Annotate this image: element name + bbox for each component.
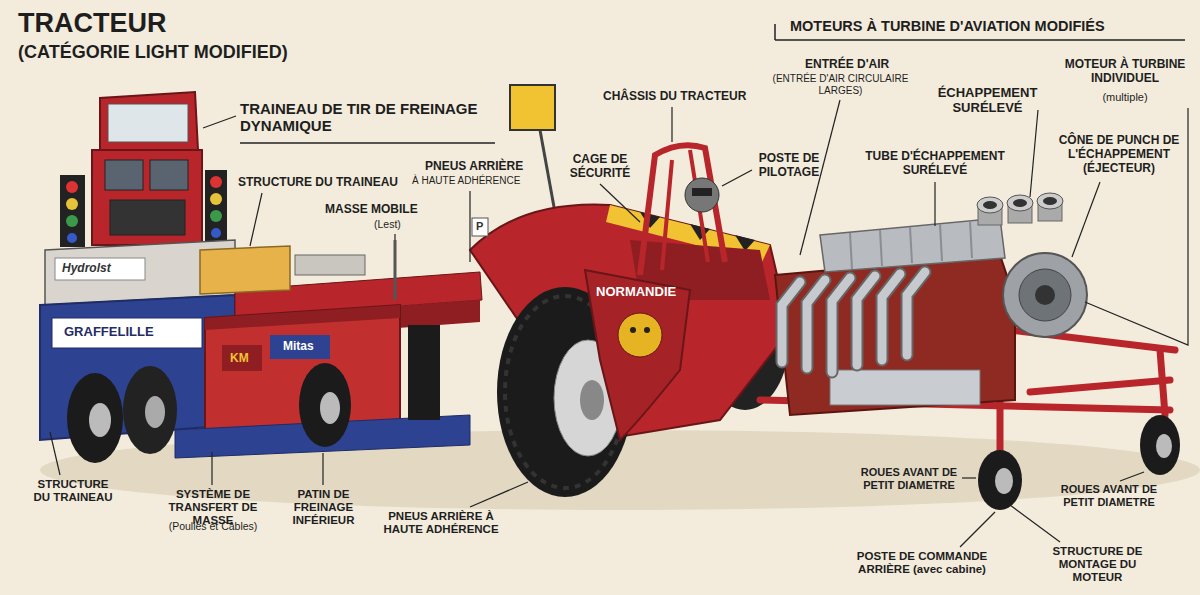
part-label: ÉCHAPPEMENT SURÉLEVÉ	[930, 86, 1045, 116]
part-label: STRUCTURE DU TRAINEAU	[28, 478, 118, 504]
decal-text: NORMANDIE	[596, 285, 676, 300]
part-label: À HAUTE ADHÉRENCE	[412, 175, 520, 187]
part-label: PNEUS ARRIÈRE À HAUTE ADHÉRENCE	[380, 510, 502, 536]
part-label: (multiple)	[1055, 91, 1195, 104]
part-label: CAGE DE SÉCURITÉ	[565, 153, 635, 181]
part-label: PATIN DE FREINAGE INFÉRIEUR	[276, 488, 371, 528]
part-label: MOTEUR À TURBINE INDIVIDUEL	[1055, 58, 1195, 86]
part-label: PNEUS ARRIÈRE	[425, 160, 523, 174]
part-label: (Lest)	[374, 218, 401, 230]
part-label: (CATÉGORIE LIGHT MODIFIED)	[18, 42, 288, 63]
part-label: TUBE D'ÉCHAPPEMENT SURÉLEVÉ	[855, 150, 1015, 178]
part-label: (Poulies et Câbles)	[153, 520, 273, 532]
part-label: ROUES AVANT DE PETIT DIAMETRE	[858, 466, 960, 491]
part-label: POSTE DE COMMANDE ARRIÈRE (avec cabine)	[832, 550, 1012, 576]
diagram-title: TRACTEUR	[18, 8, 167, 39]
part-label: (ENTRÉE D'AIR CIRCULAIRE LARGES)	[768, 73, 913, 96]
decal-text: GRAFFELILLE	[64, 325, 154, 340]
part-label: MASSE MOBILE	[325, 203, 418, 217]
decal-text: Hydrolst	[62, 262, 111, 276]
decal-text: Mitas	[283, 340, 314, 354]
part-label: STRUCTURE DE MONTAGE DU MOTEUR	[1040, 545, 1155, 585]
part-label: CHÂSSIS DU TRACTEUR	[603, 90, 746, 104]
part-label: ENTRÉE D'AIR	[805, 58, 889, 72]
part-label: TRAINEAU DE TIR DE FREINAGE DYNAMIQUE	[240, 100, 490, 135]
decal-text: P	[476, 220, 483, 233]
part-label: MOTEURS À TURBINE D'AVIATION MODIFIÉS	[790, 18, 1105, 35]
part-label: CÔNE DE PUNCH DE L'ÉCHAPPEMENT (ÉJECTEUR…	[1058, 134, 1180, 175]
part-label: STRUCTURE DU TRAINEAU	[238, 176, 398, 190]
part-label: ROUES AVANT DE PETIT DIAMETRE	[1058, 483, 1160, 508]
decal-text: KM	[230, 352, 249, 366]
part-label: POSTE DE PILOTAGE	[752, 152, 826, 180]
